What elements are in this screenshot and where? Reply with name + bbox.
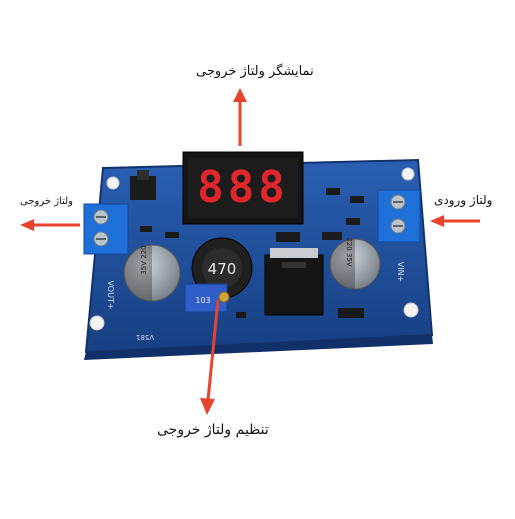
mounting-hole (89, 315, 105, 331)
smd-component (276, 232, 300, 242)
arrow-left-icon (20, 219, 80, 231)
mounting-hole (403, 302, 419, 318)
smd-component (322, 232, 342, 240)
display-output-label: نمایشگر ولتاژ خروجی (196, 64, 314, 79)
smd-component (165, 232, 179, 238)
silk-model: V581 (136, 333, 154, 341)
smd-component (236, 312, 246, 318)
input-capacitor (329, 238, 381, 290)
smd-component (338, 308, 364, 318)
silk-vout: VOUT+ (106, 280, 115, 309)
smd-component (346, 218, 360, 225)
cap-left-marking: 35V 220 (140, 245, 148, 274)
inductor-marking: 470 (208, 260, 237, 278)
input-voltage-label: ولتاژ ورودی (434, 193, 493, 207)
arrow-down-icon (200, 299, 220, 415)
adjust-output-label: تنظیم ولتاژ خروجی (157, 422, 269, 438)
output-capacitor (123, 244, 181, 302)
smd-component (326, 188, 340, 195)
smd-component (140, 226, 152, 232)
arrow-up-icon (233, 88, 247, 146)
pot-marking: 103 (195, 296, 210, 305)
silk-vin: VIN+ (396, 262, 405, 283)
output-voltage-label: ولتاژ خروجی (20, 196, 73, 207)
display-digits: 888 (197, 162, 288, 213)
mounting-hole (401, 167, 415, 181)
smd-component (350, 196, 364, 203)
arrow-left-icon (430, 215, 480, 227)
cap-right-marking: 220 35V (345, 237, 353, 266)
mounting-hole (106, 176, 120, 190)
